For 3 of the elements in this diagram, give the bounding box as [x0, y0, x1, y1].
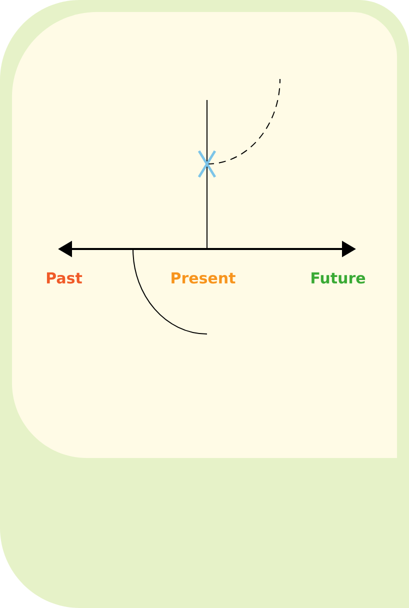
timeline-label: Present: [172, 272, 236, 284]
timeline-label: Future: [312, 272, 366, 284]
timeline-label: Past: [46, 272, 82, 284]
